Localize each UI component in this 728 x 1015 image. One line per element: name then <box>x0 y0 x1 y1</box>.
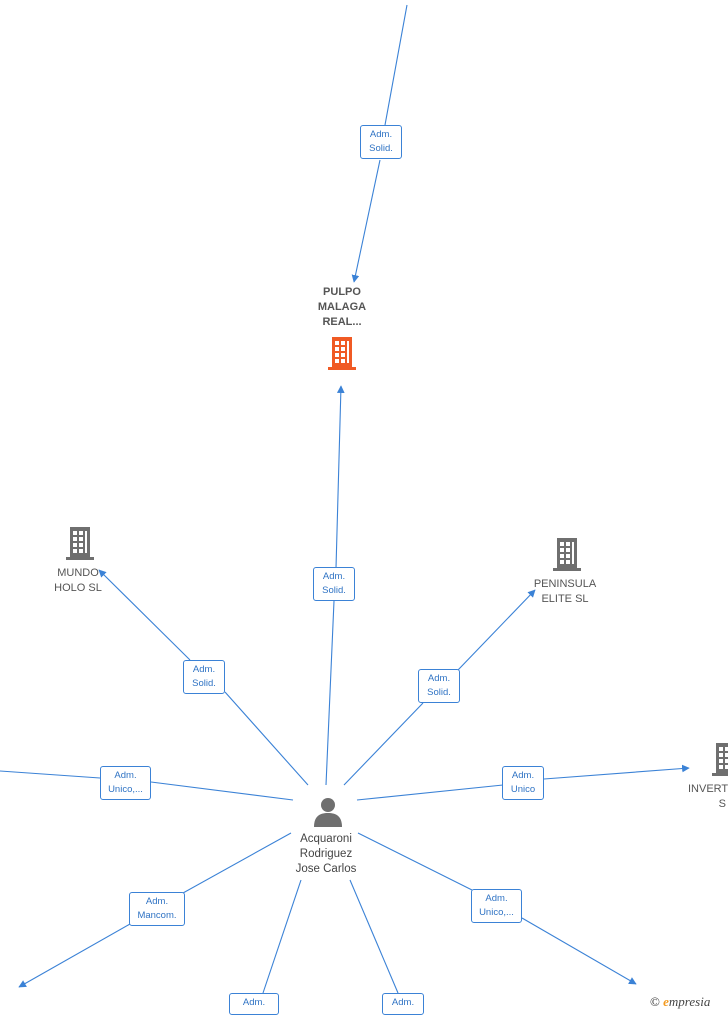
edge-role-detail: Solid. <box>427 687 451 698</box>
edge-role-detail: Mancom. <box>137 910 177 921</box>
empresia-watermark: © empresia <box>650 994 710 1010</box>
company-label-mundo[interactable]: MUNDO HOLO SL <box>40 566 116 596</box>
company-name-line: ELITE SL <box>541 593 589 605</box>
edge-label-lower-right[interactable]: Adm. Unico,... <box>471 889 522 923</box>
edge-role: Adm. <box>427 673 451 684</box>
edge-person-to-pulpo <box>325 386 341 786</box>
copyright-icon: © <box>650 994 660 1009</box>
edge-role: Adm. <box>322 571 346 582</box>
edge-person-to-left <box>0 770 294 801</box>
building-icon[interactable] <box>328 337 356 370</box>
edge-person-to-peninsula <box>343 590 535 786</box>
brand-e-letter: e <box>663 994 669 1009</box>
company-name-line: PENINSULA <box>533 578 597 590</box>
edge-label-pulpo[interactable]: Adm. Solid. <box>313 567 355 601</box>
edge-label-bottom-a[interactable]: Adm. <box>229 993 279 1015</box>
company-label-peninsula[interactable]: PENINSULA ELITE SL <box>524 577 606 607</box>
person-icon[interactable] <box>314 798 342 827</box>
company-name-line: PULPO <box>323 286 361 298</box>
edge-role-detail: Unico,... <box>479 907 514 918</box>
company-name-line: HOLO SL <box>54 582 102 594</box>
company-name-line: INVERT <box>688 783 728 795</box>
edge-label-bottom-b[interactable]: Adm. <box>382 993 424 1015</box>
edge-role-detail: Unico,... <box>108 784 143 795</box>
building-icon[interactable] <box>553 538 581 571</box>
edge-person-to-lower-left <box>19 832 292 987</box>
edge-role: Adm. <box>511 770 535 781</box>
edge-person-to-invert <box>356 768 689 801</box>
edge-person-to-lower-right <box>357 832 636 984</box>
edge-label-peninsula[interactable]: Adm. Solid. <box>418 669 460 703</box>
building-icon[interactable] <box>66 527 94 560</box>
edge-person-to-bottom-a <box>262 879 302 994</box>
building-icon[interactable] <box>712 743 728 776</box>
brand-name: mpresia <box>668 994 711 1009</box>
edge-role: Adm. <box>242 997 266 1008</box>
edge-person-to-mundo <box>99 570 309 786</box>
person-label[interactable]: Acquaroni Rodriguez Jose Carlos <box>276 832 376 877</box>
company-name-line: REAL... <box>322 316 362 328</box>
edge-top-to-pulpo <box>354 4 408 282</box>
edge-person-to-bottom-b <box>349 879 399 994</box>
person-name-line: Acquaroni <box>300 833 352 845</box>
edge-role: Adm. <box>369 129 393 140</box>
company-name-line: MALAGA <box>317 301 367 313</box>
company-name-line: S <box>718 798 726 810</box>
edge-label-mancom[interactable]: Adm. Mancom. <box>129 892 185 926</box>
edge-label-left[interactable]: Adm. Unico,... <box>100 766 151 800</box>
edge-role: Adm. <box>114 770 137 781</box>
company-name-line: MUNDO <box>57 567 99 579</box>
edge-role-detail: Solid. <box>322 585 346 596</box>
edge-label-top[interactable]: Adm. Solid. <box>360 125 402 159</box>
person-name-line: Rodriguez <box>299 848 353 860</box>
edge-label-mundo[interactable]: Adm. Solid. <box>183 660 225 694</box>
edge-role-detail: Solid. <box>192 678 216 689</box>
company-label-pulpo[interactable]: PULPO MALAGA REAL... <box>304 285 380 330</box>
edge-role: Adm. <box>391 997 415 1008</box>
edge-role-detail: Solid. <box>369 143 393 154</box>
edge-role: Adm. <box>145 896 169 907</box>
edge-role-detail: Unico <box>510 784 536 795</box>
edge-role: Adm. <box>192 664 216 675</box>
edge-label-invert[interactable]: Adm. Unico <box>502 766 544 800</box>
company-label-invert[interactable]: INVERT S <box>688 782 728 812</box>
edge-role: Adm. <box>485 893 508 904</box>
person-name-line: Jose Carlos <box>295 863 357 875</box>
